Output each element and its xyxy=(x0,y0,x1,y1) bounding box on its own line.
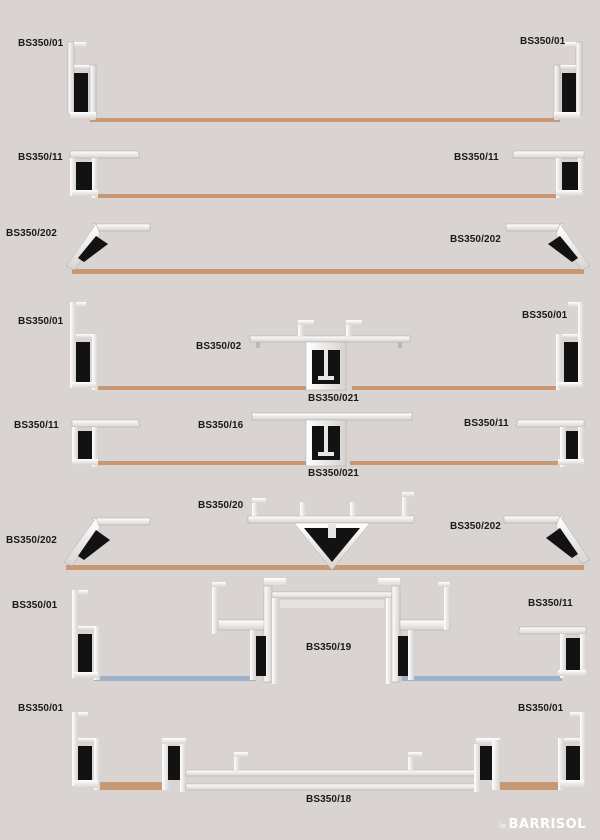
row-3 xyxy=(65,223,591,274)
row-1 xyxy=(67,41,583,122)
label-r5-right: BS350/11 xyxy=(464,418,509,429)
profile-bs350-202-right xyxy=(503,515,591,565)
label-r7-right: BS350/11 xyxy=(528,598,573,609)
label-r8-bottom: BS350/18 xyxy=(306,794,352,805)
row-7 xyxy=(72,578,587,684)
label-r6-center: BS350/20 xyxy=(198,500,244,511)
membrane xyxy=(92,194,562,198)
membrane-right-blue xyxy=(402,676,562,681)
membrane-right xyxy=(498,782,564,790)
profile-bs350-11-right xyxy=(517,626,587,678)
membrane xyxy=(72,269,584,274)
profile-bs350-01-left xyxy=(70,302,98,390)
row-2 xyxy=(69,150,585,198)
label-r7-center: BS350/19 xyxy=(306,642,352,653)
label-r3-right: BS350/202 xyxy=(450,234,501,245)
label-r7-left: BS350/01 xyxy=(12,600,58,611)
label-r4-center: BS350/02 xyxy=(196,341,242,352)
label-r4-center-low: BS350/021 xyxy=(308,393,359,404)
row-8 xyxy=(72,712,586,792)
row-4 xyxy=(70,302,584,391)
label-r5-left: BS350/11 xyxy=(14,420,59,431)
membrane-left xyxy=(92,386,306,390)
profile-bs350-11-right xyxy=(511,150,585,198)
membrane xyxy=(66,565,584,570)
profile-bs350-18-center xyxy=(162,738,500,792)
label-r6-left: BS350/202 xyxy=(6,535,57,546)
membrane xyxy=(90,118,560,122)
brand-name: BARRISOL xyxy=(508,817,586,832)
label-r2-right: BS350/11 xyxy=(454,152,499,163)
membrane-left-blue xyxy=(94,676,256,681)
profile-bs350-01-left xyxy=(72,712,100,790)
row-5 xyxy=(71,412,585,467)
row-6 xyxy=(63,492,591,571)
profile-bs350-01-left xyxy=(67,41,97,121)
membrane-left xyxy=(98,461,308,465)
profile-bs350-11-left xyxy=(69,150,141,198)
label-r1-left: BS350/01 xyxy=(18,38,64,49)
label-r8-left: BS350/01 xyxy=(18,703,64,714)
label-r1-right: BS350/01 xyxy=(520,36,566,47)
label-r8-right: BS350/01 xyxy=(518,703,564,714)
label-r5-center: BS350/16 xyxy=(198,420,244,431)
profile-bs350-01-right xyxy=(556,302,584,390)
label-r5-center-low: BS350/021 xyxy=(308,468,359,479)
label-r3-left: BS350/202 xyxy=(6,228,57,239)
profile-bs350-01-left xyxy=(72,590,100,680)
profile-bs350-01-right xyxy=(558,712,586,790)
profile-bs350-202-left xyxy=(63,517,151,567)
label-r4-left: BS350/01 xyxy=(18,316,64,327)
label-r6-right: BS350/202 xyxy=(450,521,501,532)
profile-bs350-11-left xyxy=(71,419,141,467)
profile-bs350-19-center xyxy=(212,578,451,684)
profile-bs350-16-center xyxy=(251,412,413,467)
profile-bs350-02-center xyxy=(249,320,411,391)
profile-bs350-11-right xyxy=(515,419,585,467)
profile-bs350-01-right xyxy=(553,41,583,121)
label-r2-left: BS350/11 xyxy=(18,152,63,163)
label-r4-right: BS350/01 xyxy=(522,310,568,321)
membrane-left xyxy=(94,782,164,790)
profile-bs350-20-center xyxy=(247,492,415,571)
membrane-right xyxy=(352,386,560,390)
profile-bs350-202-right xyxy=(505,223,591,271)
brand-prefix: le xyxy=(499,822,507,830)
profile-bs350-202-left xyxy=(65,223,151,271)
membrane-right xyxy=(350,461,562,465)
